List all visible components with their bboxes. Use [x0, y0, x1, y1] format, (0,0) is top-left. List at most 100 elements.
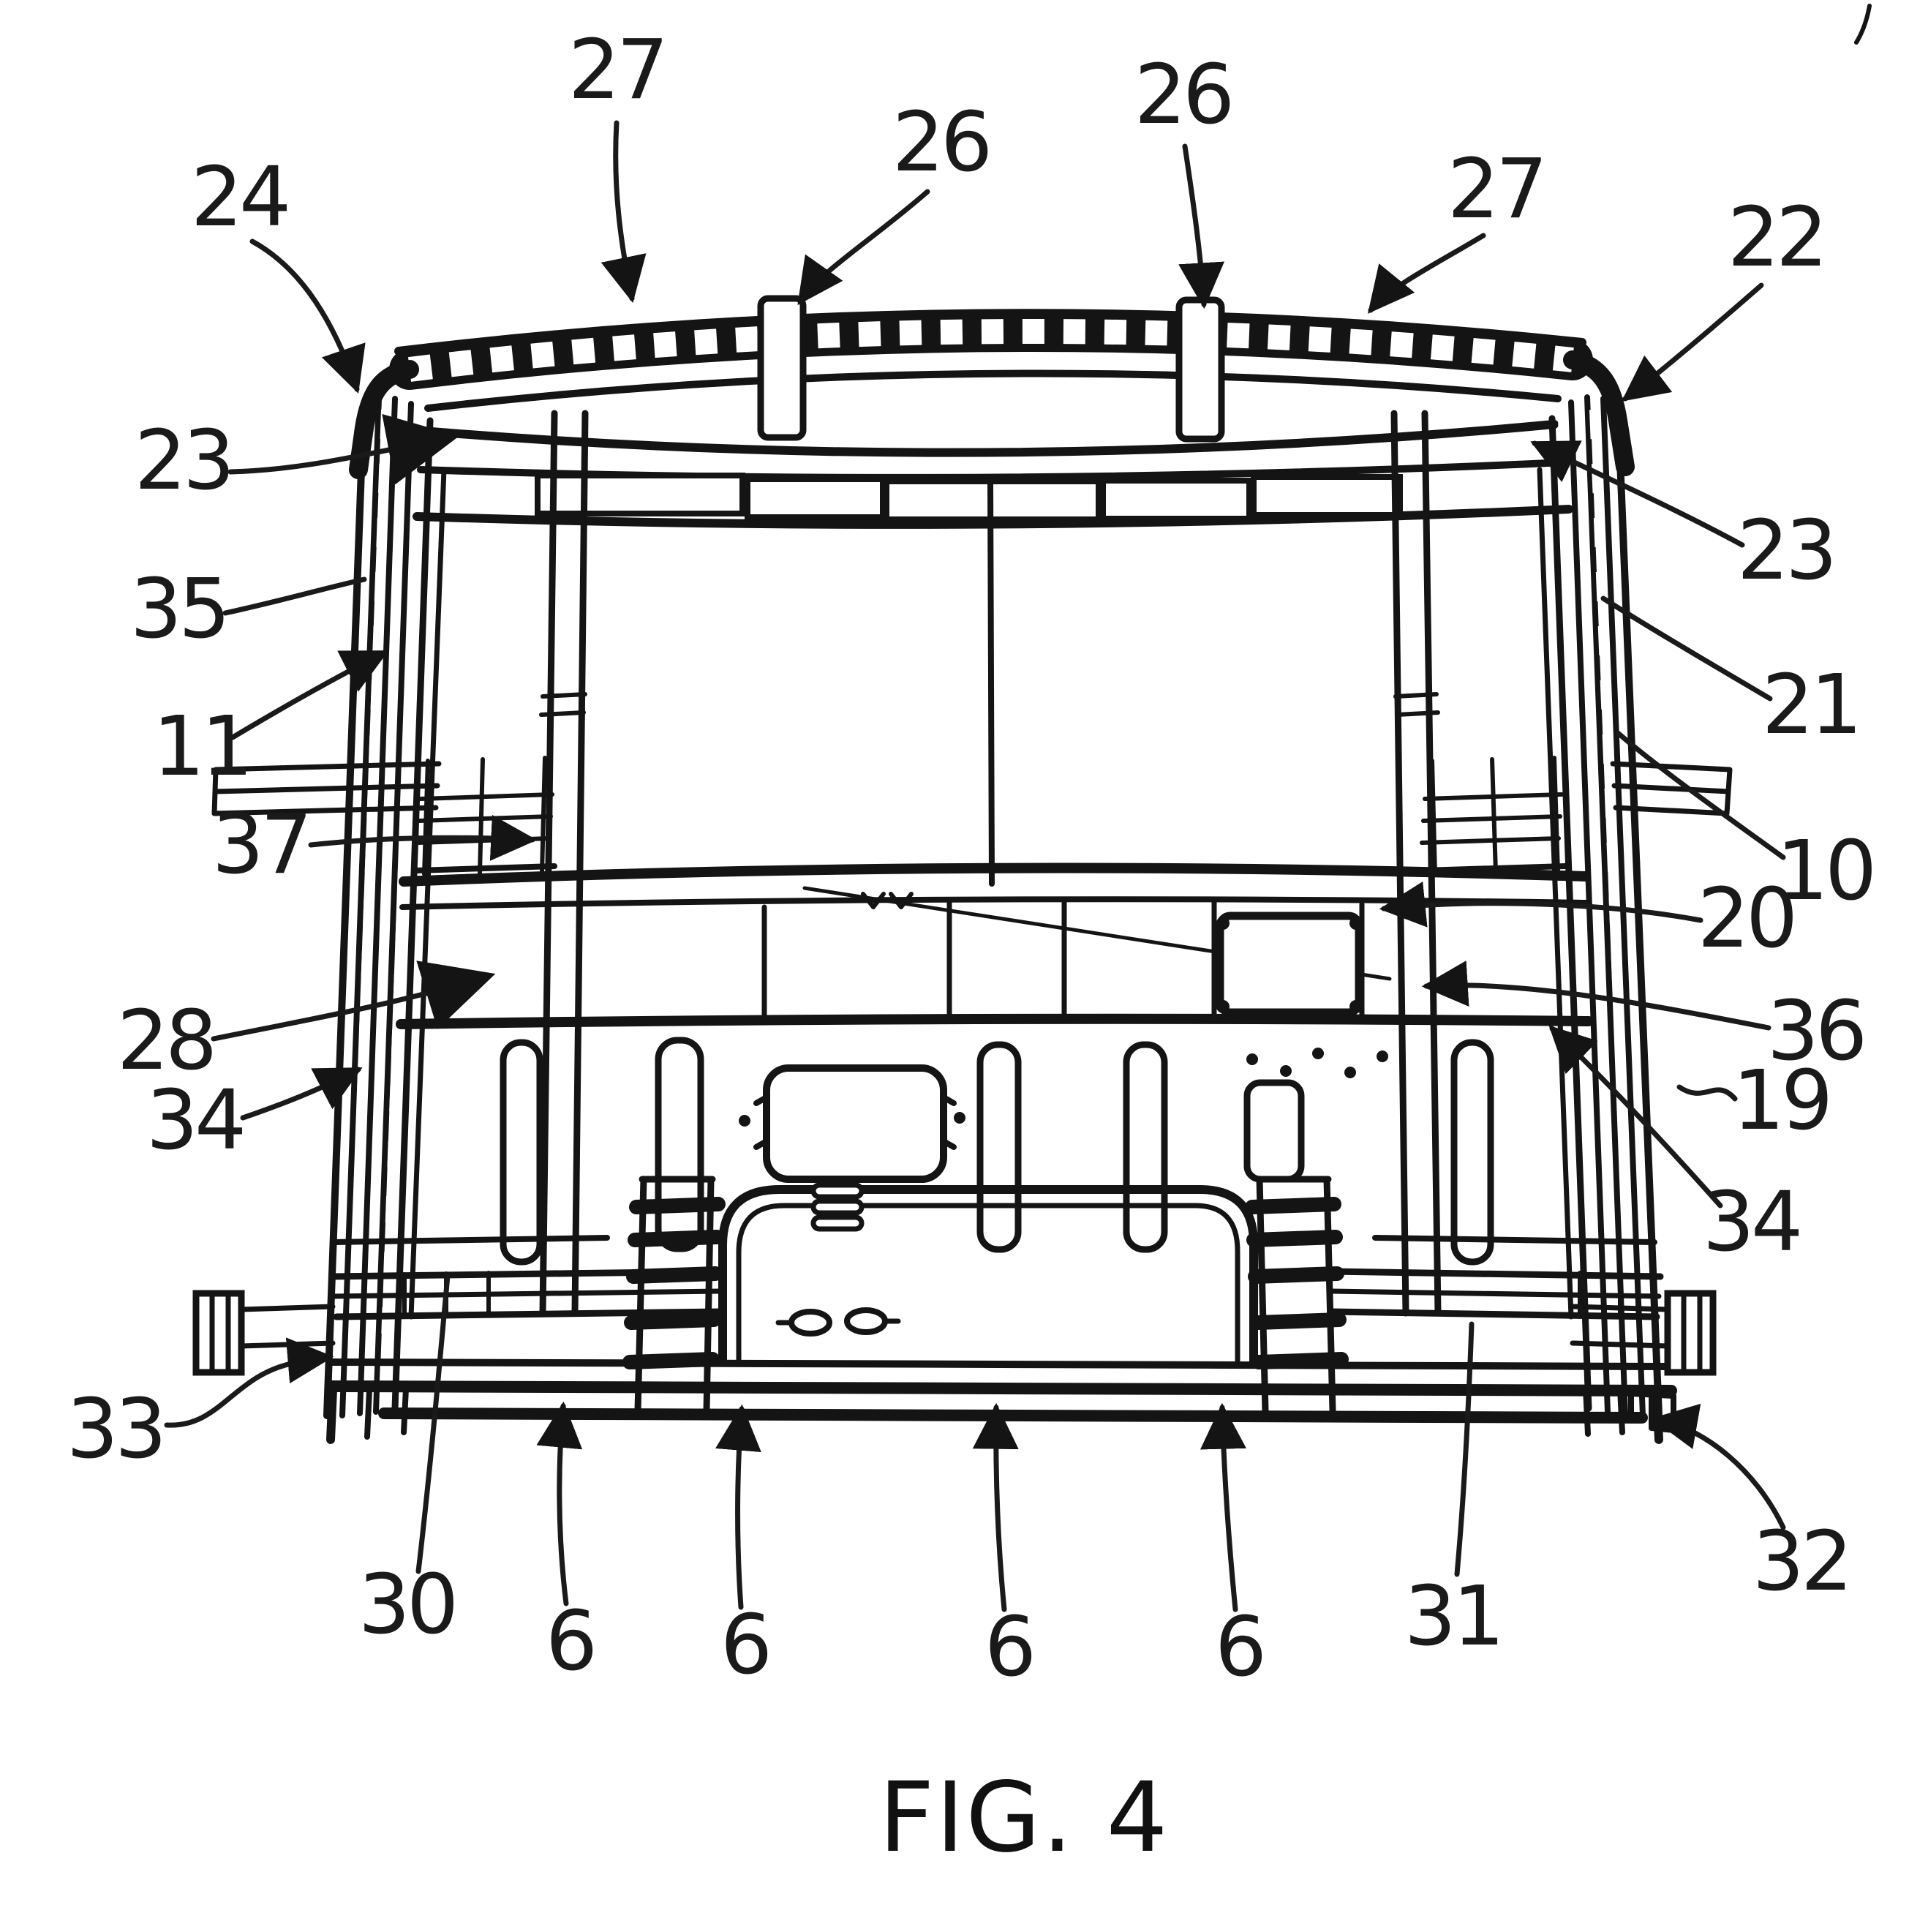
- base-band-bottom: [325, 1380, 1677, 1397]
- right-grid-horizontals: [1420, 792, 1564, 845]
- clamp-bars: [1245, 1197, 1349, 1369]
- leader-line-6b: [715, 1404, 761, 1610]
- ref-label-37: 37: [212, 797, 309, 892]
- right-rail-top: [1328, 1268, 1664, 1280]
- left-grid-bottom: [413, 863, 557, 873]
- slot-channel: [976, 1041, 1022, 1253]
- pillar-inner-edge: [1537, 467, 1574, 1320]
- clamp-frame: [1256, 1176, 1336, 1414]
- header-panel: [1100, 478, 1252, 522]
- left-foot-bars: [209, 1290, 336, 1375]
- leader-line-20: [1379, 881, 1703, 928]
- panel-corner-ear: [1216, 1000, 1230, 1013]
- center-tray: [718, 1182, 1258, 1367]
- leader-line-33: [164, 1337, 334, 1428]
- leader-line-10: [1615, 730, 1786, 860]
- inner-posts: [539, 410, 1442, 1317]
- left-rail-bottom: [333, 1308, 724, 1320]
- ref-label-20: 20: [1698, 871, 1795, 966]
- ref-label-6c: 6: [984, 1600, 1033, 1695]
- panel-dividers: [761, 897, 1365, 1024]
- hole: [954, 1112, 965, 1124]
- leader-line-22: [1621, 282, 1764, 402]
- slot-channel: [500, 1039, 543, 1266]
- ref-label-11: 11: [153, 699, 250, 794]
- slot-channel: [1123, 1041, 1168, 1253]
- firewall-slots: [500, 1037, 1494, 1266]
- ref-label-6b: 6: [720, 1598, 769, 1693]
- header-panel: [1251, 474, 1403, 518]
- leader-line-24: [249, 238, 366, 394]
- ref-label-23a: 23: [135, 413, 232, 508]
- header-panel: [535, 473, 745, 516]
- eyelet-ticks: [775, 1318, 901, 1326]
- pillar-line: [339, 396, 382, 1418]
- ref-label-27a: 27: [568, 23, 666, 118]
- ref-label-34b: 34: [1703, 1175, 1800, 1270]
- leader-line-31: [1454, 1321, 1475, 1577]
- left-post-joint: [539, 692, 587, 717]
- ref-label-32: 32: [1752, 1514, 1850, 1609]
- leader-line-26a: [797, 189, 930, 306]
- leader-line-21: [1600, 595, 1773, 702]
- leader-line-6c: [972, 1402, 1019, 1612]
- roof-inner-edge: [424, 369, 1562, 412]
- leader-line-19: [1676, 1084, 1738, 1102]
- panel-row: [396, 897, 1594, 1029]
- eyelet-hole: [844, 1307, 888, 1335]
- right-rail-mid: [1328, 1288, 1662, 1299]
- ref-label-6d: 6: [1215, 1600, 1263, 1695]
- ref-label-22: 22: [1728, 190, 1825, 285]
- leader-line-28: [211, 961, 496, 1042]
- right-post-line: [1390, 410, 1409, 1317]
- ref-label-27b: 27: [1447, 142, 1545, 237]
- windshield-top-arc: [427, 420, 1559, 457]
- ref-label-36: 36: [1767, 984, 1864, 1079]
- tray-inner: [736, 1203, 1240, 1364]
- slot-channel: [1450, 1039, 1494, 1266]
- left-rail-mid: [330, 1288, 723, 1299]
- right-foot-bars: [1570, 1290, 1703, 1375]
- roof-outer-edge: [394, 309, 1586, 356]
- ref-label-21: 21: [1762, 658, 1859, 753]
- pillar-inner-edge: [408, 467, 447, 1320]
- hole: [1280, 1065, 1292, 1077]
- right-clamp-column: [1245, 1176, 1349, 1414]
- ref-label-19: 19: [1733, 1053, 1830, 1149]
- leader-line-36: [1421, 961, 1771, 1031]
- right-tie-rail: [1372, 1235, 1657, 1245]
- clamp-frame: [634, 1176, 716, 1414]
- scan-artifact: [1854, 4, 1872, 45]
- leader-line-6a: [536, 1401, 583, 1606]
- left-rail-top: [329, 1268, 724, 1280]
- ref-label-26a: 26: [892, 95, 990, 190]
- right-stub-lines: [1610, 761, 1733, 816]
- ref-label-31: 31: [1404, 1569, 1502, 1664]
- eyelet-hole: [788, 1309, 832, 1337]
- base-edge: [378, 1407, 1648, 1424]
- hole: [1344, 1067, 1356, 1078]
- right-post-line: [1421, 410, 1442, 1317]
- leader-line-37: [308, 814, 538, 861]
- left-tie-rail: [331, 1235, 610, 1245]
- hole: [739, 1115, 750, 1127]
- ref-label-23b: 23: [1737, 503, 1834, 598]
- hole: [1377, 1050, 1388, 1062]
- ref-label-28: 28: [117, 993, 214, 1089]
- stack-bar: [810, 1198, 865, 1216]
- leader-line-6d: [1200, 1402, 1246, 1612]
- header-panel: [745, 476, 886, 520]
- roof-post-left: [757, 295, 807, 441]
- leader-line-30: [415, 1273, 451, 1574]
- roof-bow: [349, 295, 1635, 479]
- left-post-line: [539, 410, 558, 1317]
- hole: [1246, 1053, 1258, 1065]
- ref-label-26b: 26: [1134, 48, 1232, 143]
- panel-row-bottom: [396, 1013, 1594, 1029]
- stack-bar: [810, 1182, 865, 1200]
- tray-outer: [718, 1185, 1258, 1367]
- belt-rail-top: [399, 862, 1591, 887]
